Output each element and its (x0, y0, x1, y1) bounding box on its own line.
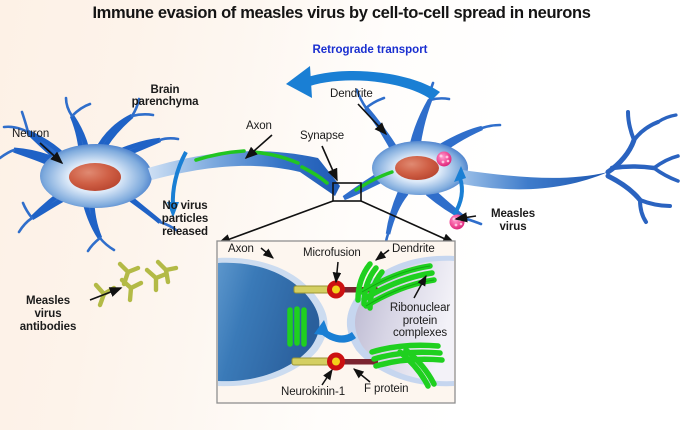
dendrite-pointer (357, 103, 388, 136)
synapse-pointer (321, 145, 338, 182)
measles-virus-antibodies-label: Measles virus antibodies (19, 295, 77, 333)
inset-axon-pointer (260, 247, 274, 259)
left-neuron (0, 96, 180, 253)
retrograde-transport-arrow (286, 66, 440, 100)
measles-virus-pointer (454, 212, 477, 223)
inset-f-protein-label: F protein (364, 383, 409, 395)
rnp-bundle (369, 342, 445, 389)
measles-virus-label: Measles virus (490, 208, 536, 233)
neuron-label: Neuron (12, 128, 50, 140)
rnp-bundle (355, 261, 385, 311)
synapse-callout-box (332, 182, 362, 202)
axon-right (462, 170, 608, 190)
neuron-pointer (39, 142, 64, 165)
virus-budding-arrow (452, 177, 464, 217)
retrograde-transport-label: Retrograde transport (312, 44, 428, 56)
antibody-icon (117, 261, 141, 287)
inset-dendrite-label: Dendrite (392, 243, 435, 255)
neuron-nucleus-right (395, 156, 439, 180)
inset-microfusion-pointer (332, 261, 342, 284)
inset-neurokinin-1-label: Neurokinin-1 (281, 386, 345, 398)
antibody-icon (144, 267, 169, 293)
callout-leader-right (360, 200, 456, 244)
antibody-icon (155, 259, 179, 285)
rnp-bundle-axon (287, 306, 307, 347)
transfer-arrow (314, 320, 356, 343)
measles-virus-particle (436, 151, 452, 167)
brain-parenchyma-label: Brain parenchyma (131, 84, 199, 109)
callout-leader-left (217, 200, 334, 244)
inset-microfusion-label: Microfusion (303, 247, 361, 259)
inset-rnp-complexes-label: Ribonuclear protein complexes (389, 302, 451, 340)
no-virus-arrow (170, 151, 188, 207)
antibodies-pointer (89, 287, 123, 301)
page-title: Immune evasion of measles virus by cell-… (92, 4, 591, 22)
dendrite-label: Dendrite (330, 88, 373, 100)
inset-dendrite-pointer (375, 249, 390, 261)
inset-rnp-pointer (413, 274, 427, 299)
axon-label: Axon (246, 120, 272, 132)
neuron-nucleus (69, 163, 121, 191)
inset-nk1-pointer (321, 369, 333, 386)
synapse-label: Synapse (300, 130, 345, 142)
lower-fusion-complex (291, 352, 378, 371)
far-dendrite-tree (605, 110, 680, 224)
no-virus-released-label: No virus particles released (161, 200, 209, 238)
axon-pointer (244, 134, 273, 160)
inset-fprotein-pointer (353, 368, 371, 383)
inset-axon-label: Axon (228, 243, 254, 255)
